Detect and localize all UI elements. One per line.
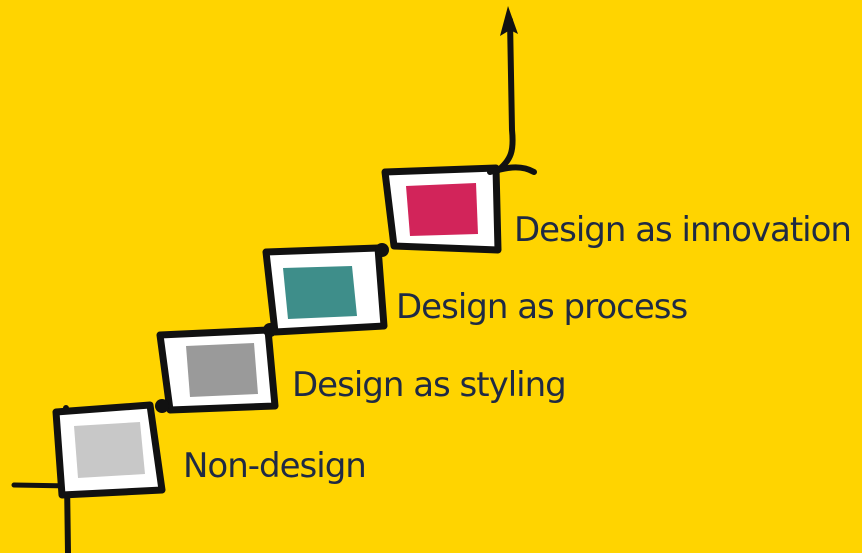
step-label-design-as-process: Design as process [396, 287, 688, 327]
arrow-base-flare [487, 164, 537, 175]
step-box-design-as-innovation [381, 164, 502, 254]
arrow-shaft [493, 17, 516, 175]
step-label-design-as-innovation: Design as innovation [514, 210, 852, 250]
step-box-non-design [52, 401, 166, 499]
arrow-head-icon [500, 6, 518, 36]
step-label-design-as-styling: Design as styling [292, 365, 567, 405]
step-box-design-as-process [262, 244, 388, 336]
step-label-non-design: Non-design [183, 446, 367, 486]
joint-mark [375, 243, 389, 257]
step-swatch-design-as-styling [186, 343, 258, 397]
joint-mark [263, 323, 277, 337]
step-swatch-design-as-innovation [406, 183, 478, 236]
joint-mark [155, 399, 169, 413]
step-swatch-design-as-process [283, 266, 357, 319]
step-box-design-as-styling [156, 326, 279, 414]
step-swatch-non-design [74, 422, 145, 478]
